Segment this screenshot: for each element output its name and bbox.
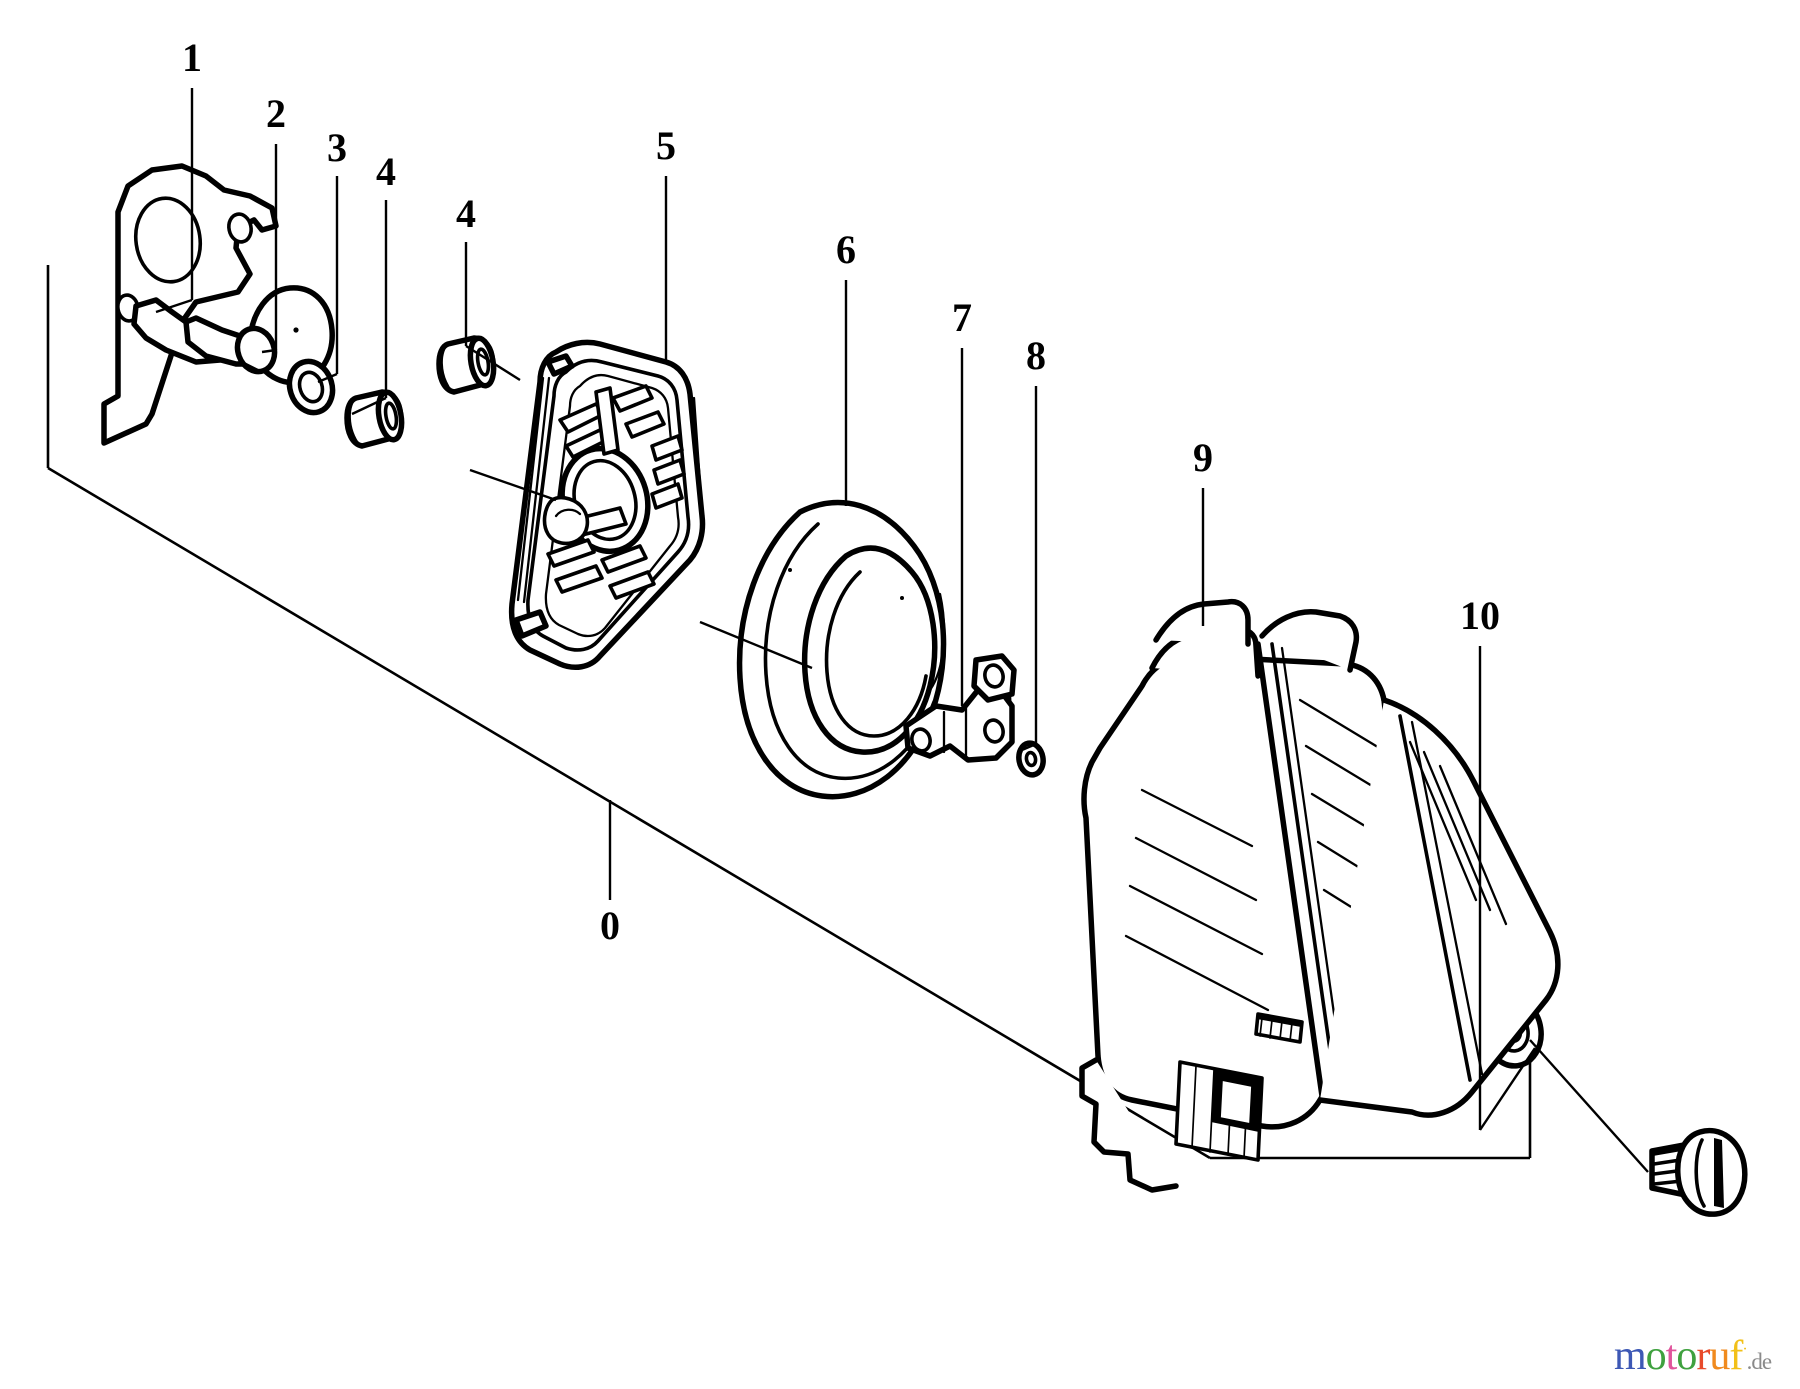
pointer-grommet-lower: [351, 396, 387, 416]
pointer-screw-to-boss: [1479, 1047, 1536, 1131]
callout-5: 5: [656, 123, 676, 168]
pointer-element: [699, 620, 813, 670]
wm-suffix: .de: [1746, 1349, 1772, 1374]
part-air-filter-element: [736, 499, 947, 800]
wm-letter-m: m: [1614, 1333, 1647, 1379]
wm-letter-u: u: [1709, 1333, 1730, 1379]
part-air-cleaner-cover: [1079, 598, 1561, 1193]
part-cover-screw: [1649, 1127, 1748, 1217]
wm-letter-o2: o: [1676, 1333, 1697, 1379]
callout-layer: 1 2 3 4 4 5 6 7 8: [155, 35, 1500, 1130]
part-flat-washer: [1016, 740, 1046, 778]
pointer-grommet-to-base: [465, 344, 521, 382]
cover-louver-lower: [1174, 1060, 1264, 1162]
callout-6: 6: [836, 227, 856, 272]
callout-4-lower: 4: [376, 149, 396, 194]
callout-1: 1: [182, 35, 202, 80]
callout-9: 9: [1193, 435, 1213, 480]
wm-letter-o1: o: [1645, 1333, 1667, 1379]
part-choke-bracket: [903, 653, 1017, 763]
pointer-shutter: [261, 348, 277, 354]
callout-10: 10: [1460, 593, 1500, 638]
callout-0: 0: [600, 903, 620, 948]
callout-4-upper: 4: [456, 191, 476, 236]
part-air-cleaner-base: [508, 339, 706, 671]
part-o-ring: [286, 358, 336, 416]
callout-2: 2: [266, 91, 286, 136]
wm-letter-r: r: [1696, 1333, 1710, 1379]
detail-pointers: [261, 344, 1649, 1173]
part-carburetor-gasket: [101, 163, 279, 446]
callout-8: 8: [1026, 333, 1046, 378]
callout-3: 3: [327, 125, 347, 170]
watermark-motoruf: motoruf·.de: [1614, 1332, 1772, 1380]
wm-letter-t: t: [1665, 1333, 1678, 1379]
pointer-screw-shank: [1529, 1039, 1649, 1173]
wm-dot: ·: [1742, 1341, 1747, 1358]
leader-1-tip: [155, 298, 193, 314]
callout-7: 7: [952, 295, 972, 340]
pointer-base-face: [469, 468, 557, 502]
cover-louver-upper: [1254, 1012, 1304, 1044]
part-insulator-grommet-upper: [436, 335, 497, 395]
part-insulator-grommet-lower: [344, 389, 405, 449]
wm-letter-f: f: [1729, 1333, 1743, 1379]
part-choke-shutter-plate: [131, 285, 335, 386]
pointer-washer: [1021, 742, 1037, 752]
pointer-oring: [317, 372, 338, 384]
